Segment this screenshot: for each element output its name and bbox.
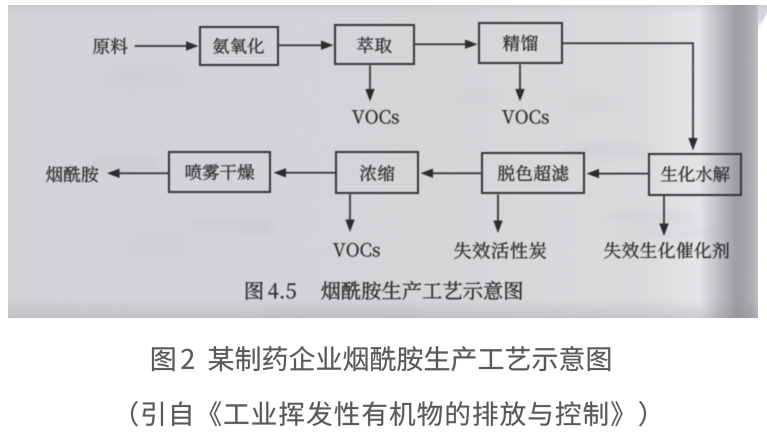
- label-extraction: 萃取: [355, 35, 394, 55]
- label-nicotinamide: 烟酰胺: [44, 164, 100, 184]
- bleed-through-mark: [90, 156, 160, 170]
- text-glyphs: [360, 164, 395, 182]
- page: 原料 氨氧化 萃取 精馏 生化水解 脱色超滤 浓缩 喷雾干燥 烟酰胺 VOCs …: [8, 5, 767, 428]
- node-extraction: [334, 24, 415, 65]
- node-decolorization-ultrafiltration: [481, 152, 585, 194]
- label-spray-drying: 喷雾干燥: [184, 162, 256, 182]
- label-vocs-concentration: VOCs: [331, 241, 382, 259]
- text-glyphs: [212, 38, 265, 55]
- label-vocs-extraction: VOCs: [350, 108, 401, 126]
- bleed-through-mark: [564, 97, 624, 111]
- text-glyphs: [130, 400, 646, 427]
- node-ammoxidation: [199, 26, 279, 66]
- node-biochemical-hydrolysis: [648, 152, 742, 196]
- text-glyphs: [332, 242, 380, 257]
- bleed-through-mark: [246, 222, 276, 234]
- text-glyphs: [357, 36, 392, 54]
- label-spent-biocatalyst: 失效生化催化剂: [602, 240, 731, 261]
- node-distillation: [478, 22, 563, 65]
- label-vocs-distillation: VOCs: [500, 108, 551, 126]
- text-glyphs: [503, 35, 538, 52]
- text-glyphs: [92, 38, 128, 55]
- text-glyphs: [497, 164, 569, 182]
- text-glyphs: [45, 166, 99, 183]
- node-concentration: [335, 151, 419, 194]
- bleed-through-mark: [103, 65, 183, 91]
- bleed-through-mark: [620, 227, 716, 239]
- text-glyphs: [660, 165, 730, 183]
- text-glyphs: [246, 280, 523, 301]
- bleed-through-mark: [606, 210, 698, 223]
- label-raw-material: 原料: [91, 36, 130, 56]
- text-glyphs: [151, 345, 610, 372]
- scan-figure-caption: 图4.5 烟酰胺生产工艺示意图: [244, 279, 524, 302]
- text-glyphs: [352, 109, 400, 124]
- bleed-through-mark: [456, 91, 498, 103]
- scanned-figure: 原料 氨氧化 萃取 精馏 生化水解 脱色超滤 浓缩 喷雾干燥 烟酰胺 VOCs …: [8, 5, 758, 318]
- scan-noise-texture: [8, 5, 758, 318]
- label-decolorization-ultrafiltration: 脱色超滤: [496, 163, 570, 183]
- bleed-through-mark: [186, 219, 270, 232]
- bleed-through-mark: [264, 309, 424, 318]
- label-concentration: 浓缩: [358, 163, 397, 183]
- text-glyphs: [185, 163, 254, 181]
- text-glyphs: [603, 241, 730, 259]
- scan-edge-wedge: [758, 5, 767, 31]
- node-spray-drying: [168, 151, 272, 193]
- bleed-through-mark: [128, 233, 188, 257]
- label-biochemical-hydrolysis: 生化水解: [659, 164, 732, 184]
- label-spent-activated-carbon: 失效活性炭: [452, 240, 548, 261]
- figure-caption: 图2 某制药企业烟酰胺生产工艺示意图: [150, 344, 612, 373]
- flow-arrows: [107, 39, 698, 236]
- text-glyphs: [454, 241, 547, 259]
- flowchart: 原料 氨氧化 萃取 精馏 生化水解 脱色超滤 浓缩 喷雾干燥 烟酰胺 VOCs …: [8, 5, 758, 318]
- text-glyphs: [502, 109, 550, 124]
- bleed-through-mark: [564, 142, 650, 159]
- source-caption: （引自《工业挥发性有机物的排放与控制》）: [129, 399, 648, 428]
- label-ammoxidation: 氨氧化: [211, 36, 266, 56]
- label-distillation: 精馏: [501, 33, 540, 53]
